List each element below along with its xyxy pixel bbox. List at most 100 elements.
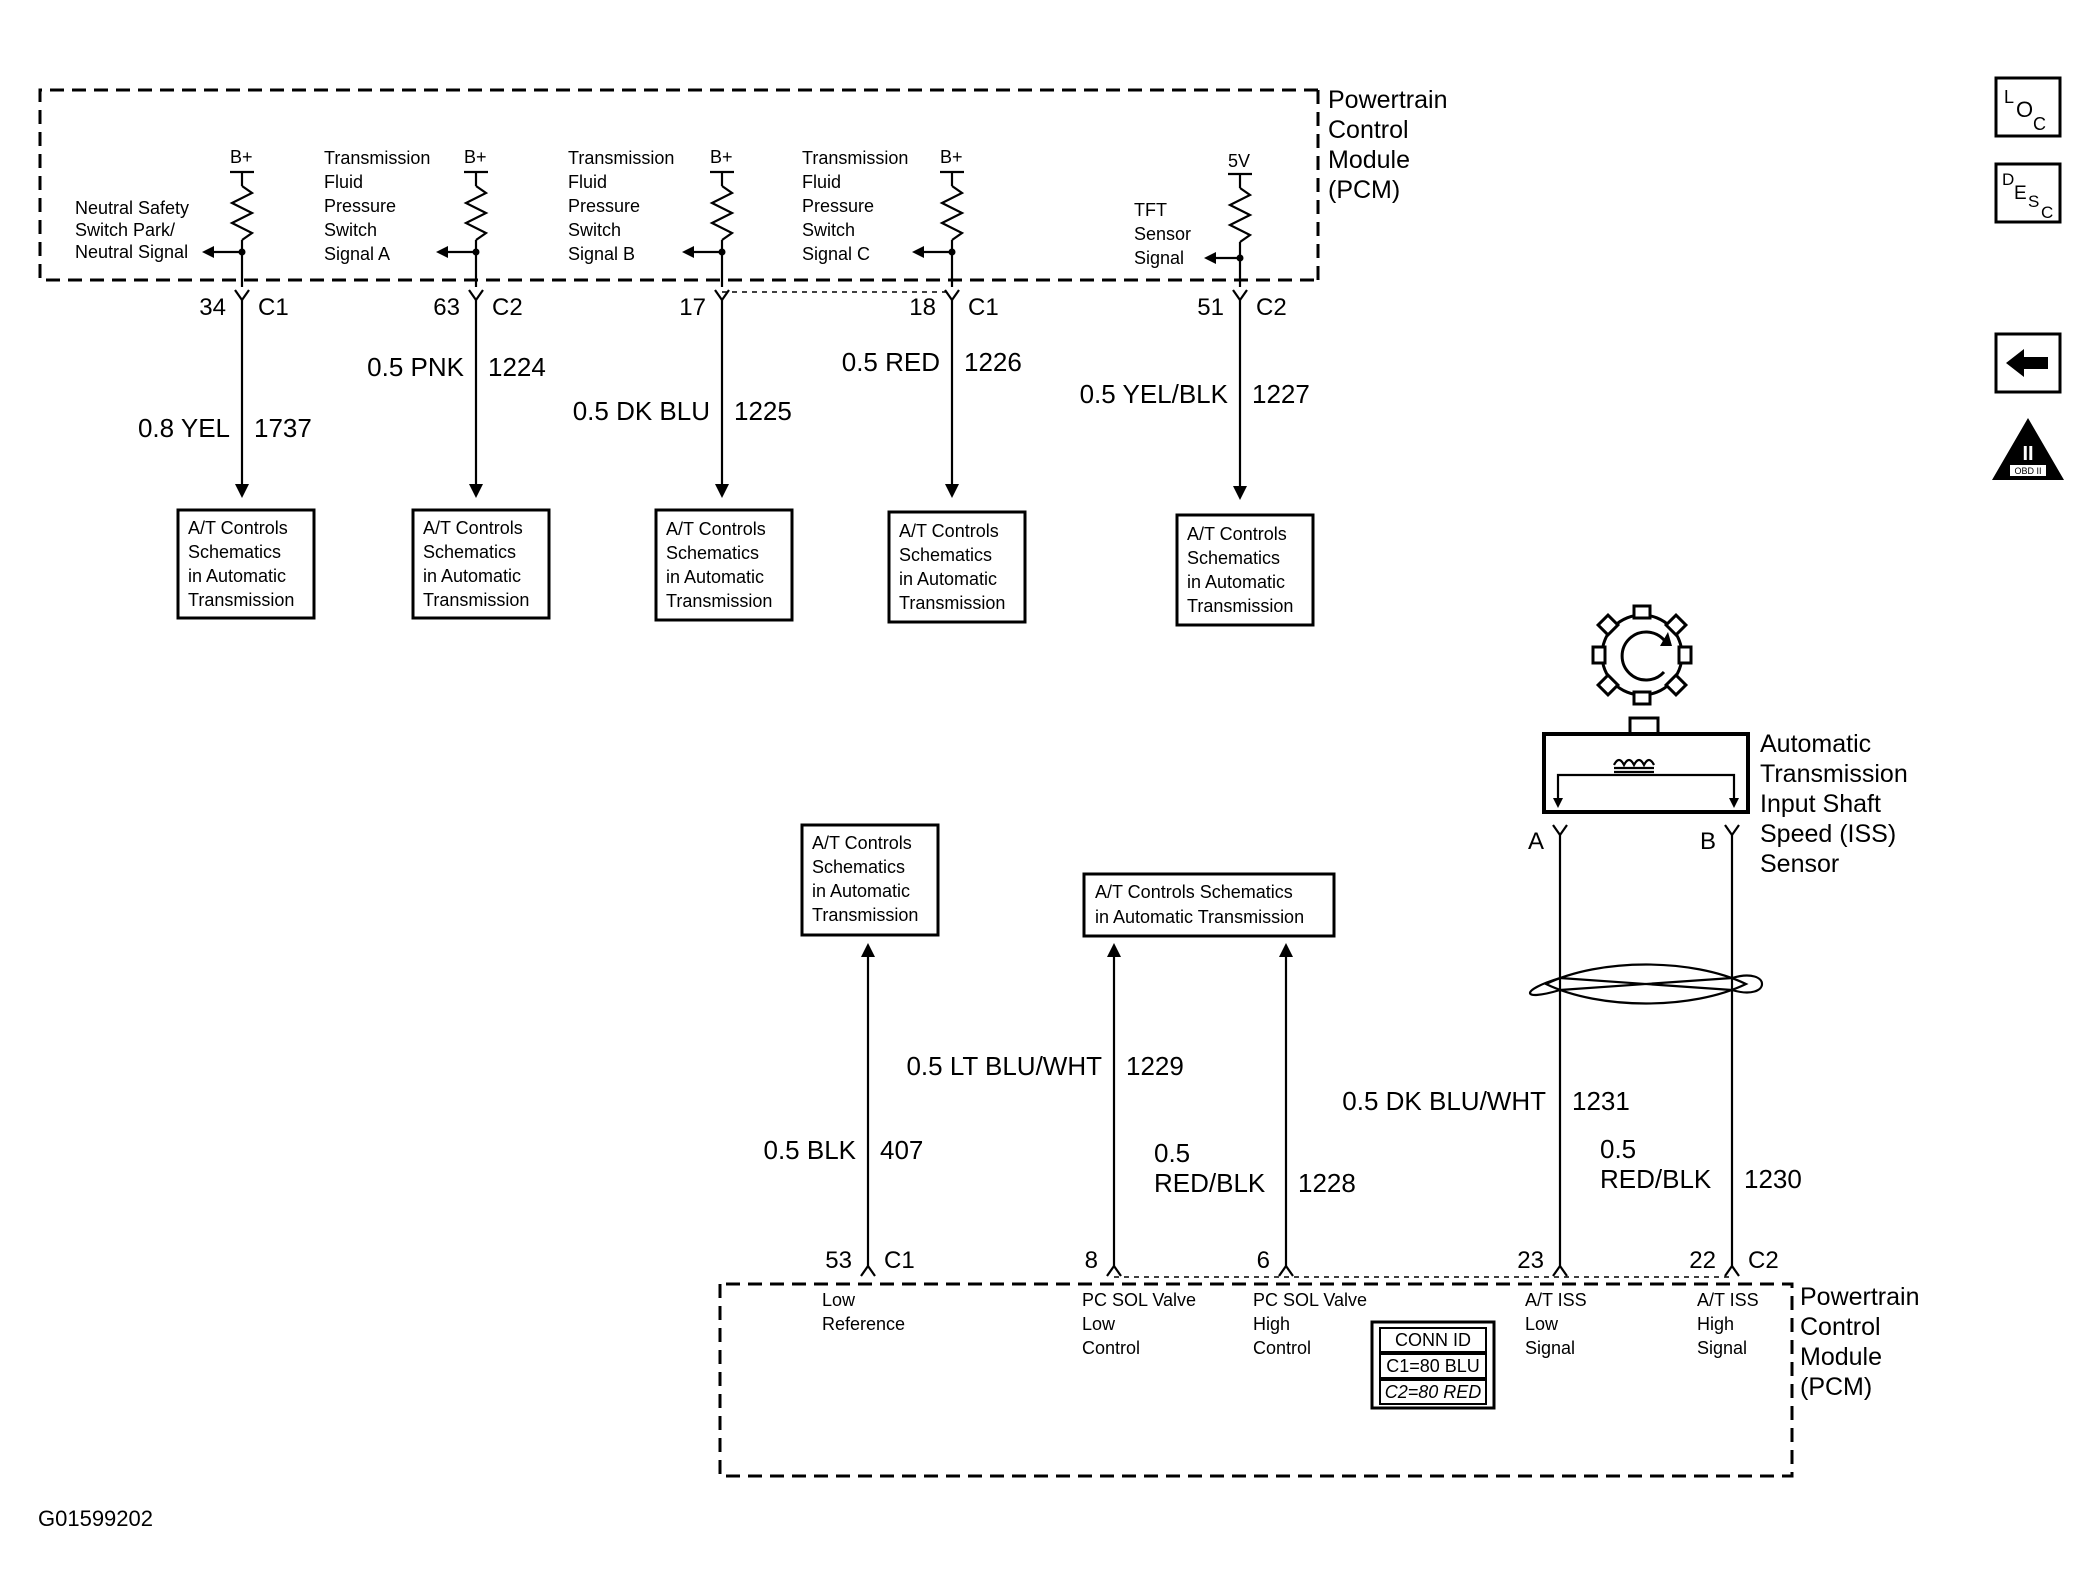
pullup-resistor <box>709 185 735 241</box>
supply-label: B+ <box>710 147 733 167</box>
signal-label-4: Switch <box>568 220 621 240</box>
pcm-pin-label: Low <box>1525 1314 1559 1334</box>
iss-title-1: Automatic <box>1760 730 1871 758</box>
signal-label-1: Transmission <box>324 148 430 168</box>
pin-number: 53 <box>825 1247 852 1274</box>
pullup-resistor <box>229 185 255 241</box>
signal-label-2: Sensor <box>1134 224 1191 244</box>
ref-box-line: Transmission <box>423 590 529 610</box>
pin-number: 8 <box>1085 1247 1098 1274</box>
wire-color: 0.5 RED <box>842 347 940 377</box>
signal-label-4: Switch <box>324 220 377 240</box>
circuit-number: 407 <box>880 1135 923 1165</box>
signal-label-3: Neutral Signal <box>75 242 188 262</box>
conn-id-header: CONN ID <box>1395 1330 1471 1350</box>
circuit-number: 1737 <box>254 413 312 443</box>
wire-size: 0.5 <box>1154 1138 1190 1168</box>
ref-box-line: in Automatic <box>812 881 910 901</box>
ref-box-line: A/T Controls <box>666 519 766 539</box>
circuit-1224: B+ Transmission Fluid Pressure Switch Si… <box>324 147 551 620</box>
connector-id: C2 <box>1256 294 1287 321</box>
ref-box-line: in Automatic <box>188 566 286 586</box>
ref-box-wide[interactable] <box>1082 872 1336 938</box>
coil-icon <box>1613 758 1655 774</box>
pcm-pin-label: Low <box>1082 1314 1116 1334</box>
pin-number: 6 <box>1257 1247 1270 1274</box>
location-icon-c: C <box>2033 114 2046 134</box>
supply-label: B+ <box>940 147 963 167</box>
pullup-resistor <box>939 185 965 241</box>
circuit-number: 1224 <box>488 352 546 382</box>
connector-terminal <box>860 1264 876 1277</box>
ref-box[interactable] <box>800 823 940 937</box>
lower-ref-box-1: A/T Controls Schematics in Automatic Tra… <box>800 823 940 937</box>
conn-id-c2: C2=80 RED <box>1385 1382 1482 1402</box>
lower-ref-box-wide: A/T Controls Schematics in Automatic Tra… <box>1082 872 1336 938</box>
pin-number: 51 <box>1197 294 1224 321</box>
pcm-bottom-title-4: (PCM) <box>1800 1373 1872 1401</box>
pullup-resistor <box>1227 187 1253 243</box>
connector-id: C1 <box>258 294 289 321</box>
ref-box-line: A/T Controls <box>188 518 288 538</box>
signal-label-3: Pressure <box>568 196 640 216</box>
ref-box[interactable] <box>176 508 316 620</box>
supply-label: B+ <box>464 147 487 167</box>
circuit-1229: 0.5 LT BLU/WHT 1229 8 PC SOL Valve Low C… <box>906 943 1196 1358</box>
ref-box-line: Schematics <box>188 542 281 562</box>
ref-box-line: in Automatic Transmission <box>1095 907 1304 927</box>
pcm-pin-label: Signal <box>1525 1338 1575 1358</box>
signal-label-3: Pressure <box>324 196 396 216</box>
wire-size: 0.5 <box>1600 1134 1636 1164</box>
ref-box-line: A/T Controls <box>812 833 912 853</box>
conn-id-c1: C1=80 BLU <box>1386 1356 1480 1376</box>
signal-label-1: TFT <box>1134 200 1167 220</box>
description-icon[interactable]: D E S C <box>1994 162 2062 224</box>
ref-box-line: Schematics <box>899 545 992 565</box>
circuit-number: 1229 <box>1126 1051 1184 1081</box>
ref-box-line: Schematics <box>1187 548 1280 568</box>
terminal-a: A <box>1528 828 1544 855</box>
ref-box-line: A/T Controls Schematics <box>1095 882 1293 902</box>
pin-number: 18 <box>909 294 936 321</box>
ref-box-line: Transmission <box>188 590 294 610</box>
pcm-pin-label: Control <box>1253 1338 1311 1358</box>
signal-label-1: Transmission <box>568 148 674 168</box>
ref-box-line: Transmission <box>899 593 1005 613</box>
ref-box-line: in Automatic <box>423 566 521 586</box>
pcm-bottom-module: Powertrain Control Module (PCM) CONN ID … <box>718 1276 1920 1478</box>
signal-label-2: Fluid <box>568 172 607 192</box>
connector-terminal <box>234 289 250 302</box>
pin-number: 22 <box>1689 1247 1716 1274</box>
circuit-number: 1230 <box>1744 1164 1802 1194</box>
signal-label-5: Signal B <box>568 244 635 264</box>
back-arrow-icon[interactable] <box>1994 332 2062 394</box>
ref-box[interactable] <box>654 508 794 622</box>
location-icon-o: O <box>2016 97 2033 122</box>
ref-box[interactable] <box>1175 513 1315 627</box>
wire-color: 0.5 BLK <box>763 1135 856 1165</box>
circuit-1228: 0.5 RED/BLK 1228 6 PC SOL Valve High Con… <box>1154 943 1367 1358</box>
location-icon[interactable]: L O C <box>1994 76 2062 138</box>
pullup-resistor <box>463 185 489 241</box>
signal-label-2: Fluid <box>802 172 841 192</box>
ref-box-line: in Automatic <box>1187 572 1285 592</box>
pcm-top-module: Powertrain Control Module (PCM) <box>38 86 1448 293</box>
wire-color: 0.5 DK BLU/WHT <box>1342 1086 1546 1116</box>
circuit-number: 1228 <box>1298 1168 1356 1198</box>
connector-terminal <box>944 289 960 302</box>
iss-title-2: Transmission <box>1760 760 1908 788</box>
ref-box[interactable] <box>887 510 1027 624</box>
connector-id: C1 <box>884 1247 915 1274</box>
iss-title-3: Input Shaft <box>1760 790 1881 818</box>
circuit-1226: B+ Transmission Fluid Pressure Switch Si… <box>802 147 1027 624</box>
obd-ii-icon[interactable]: II OBD II <box>1992 418 2064 480</box>
circuit-number: 1227 <box>1252 379 1310 409</box>
pcm-pin-label: PC SOL Valve <box>1082 1290 1196 1310</box>
signal-label-3: Pressure <box>802 196 874 216</box>
wire-color: RED/BLK <box>1154 1168 1266 1198</box>
pcm-top-title-4: (PCM) <box>1328 176 1400 204</box>
connector-terminal <box>1278 1264 1294 1277</box>
ref-box[interactable] <box>411 508 551 620</box>
ref-box-line: Schematics <box>666 543 759 563</box>
